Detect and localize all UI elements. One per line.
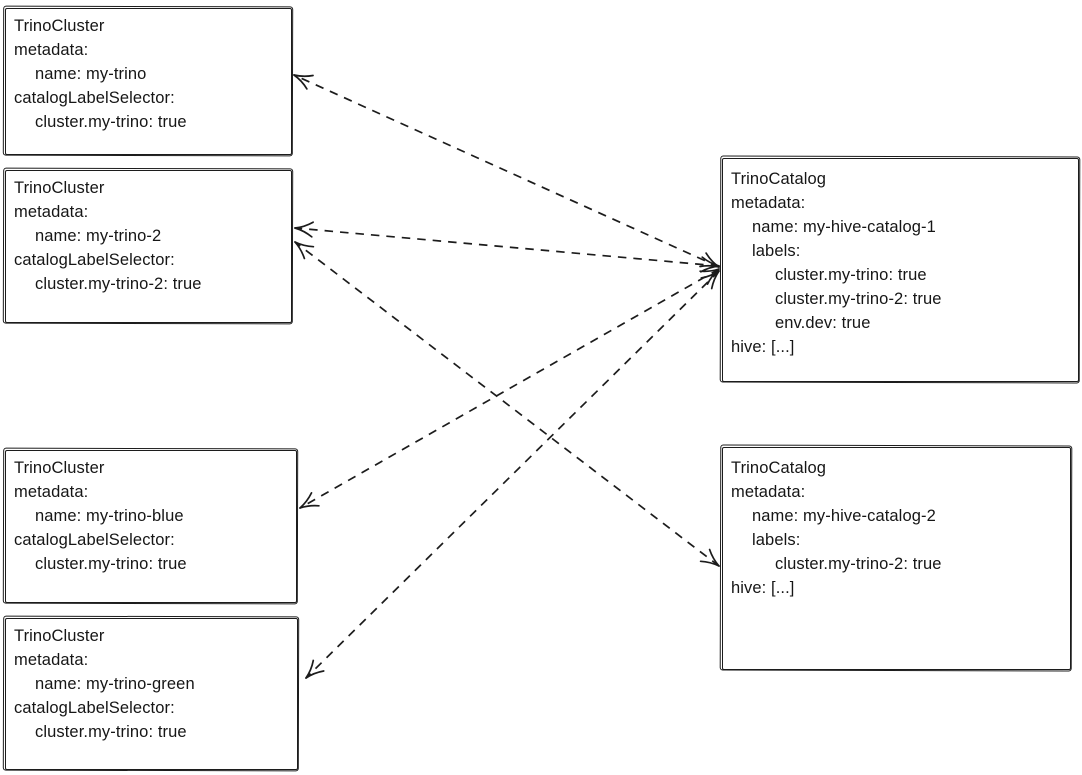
yaml-line: metadata: <box>731 194 806 212</box>
arrow-my-hive-catalog-1-my-trino <box>293 74 720 268</box>
yaml-line: cluster.my-trino: true <box>35 113 187 131</box>
yaml-line: TrinoCatalog <box>731 459 827 477</box>
arrow-my-hive-catalog-1-my-trino-green <box>305 270 720 679</box>
trino-catalog-my-hive-catalog-2-box: TrinoCatalog metadata: name: my-hive-catal… <box>722 447 1071 670</box>
arrow-my-hive-catalog-2-my-trino-2 <box>294 241 720 567</box>
yaml-line: name: my-trino <box>35 65 147 83</box>
yaml-line: catalogLabelSelector: <box>14 699 175 717</box>
yaml-line: cluster.my-trino: true <box>35 723 187 741</box>
yaml-line: cluster.my-trino-2: true <box>775 555 942 573</box>
yaml-line: catalogLabelSelector: <box>14 251 175 269</box>
yaml-line: metadata: <box>14 483 89 501</box>
yaml-line: env.dev: true <box>775 314 871 332</box>
yaml-line: TrinoCluster <box>14 627 105 645</box>
yaml-line: name: my-trino-2 <box>35 227 162 245</box>
arrow-my-hive-catalog-1-my-trino-blue <box>299 268 720 509</box>
yaml-line: name: my-hive-catalog-2 <box>752 507 936 525</box>
yaml-line: name: my-trino-blue <box>35 507 184 525</box>
yaml-line: TrinoCatalog <box>731 170 827 188</box>
yaml-line: metadata: <box>14 41 89 59</box>
yaml-line: cluster.my-trino: true <box>35 555 187 573</box>
yaml-line: name: my-hive-catalog-1 <box>752 218 936 236</box>
arrow-my-hive-catalog-1-my-trino-2 <box>294 221 720 273</box>
trino-catalog-my-hive-catalog-1-box: TrinoCatalog metadata: name: my-hive-catal… <box>722 158 1079 382</box>
yaml-line: TrinoCluster <box>14 179 105 197</box>
trino-cluster-my-trino-green-box: TrinoCluster metadata: name: my-trino-gree… <box>5 618 298 770</box>
yaml-line: catalogLabelSelector: <box>14 531 175 549</box>
yaml-line: hive: [...] <box>731 579 795 597</box>
yaml-line: metadata: <box>731 483 806 501</box>
yaml-line: hive: [...] <box>731 338 795 356</box>
yaml-line: labels: <box>752 242 801 260</box>
yaml-line: metadata: <box>14 651 89 669</box>
yaml-line: cluster.my-trino: true <box>775 266 927 284</box>
trino-cluster-my-trino-2-box: TrinoCluster metadata: name: my-trino-2 cat… <box>5 170 292 323</box>
yaml-line: TrinoCluster <box>14 459 105 477</box>
yaml-line: name: my-trino-green <box>35 675 195 693</box>
trino-cluster-my-trino-box: TrinoCluster metadata: name: my-trino catal… <box>5 8 292 155</box>
yaml-line: metadata: <box>14 203 89 221</box>
yaml-line: cluster.my-trino-2: true <box>35 275 202 293</box>
yaml-line: TrinoCluster <box>14 17 105 35</box>
yaml-line: catalogLabelSelector: <box>14 89 175 107</box>
trino-cluster-my-trino-blue-box: TrinoCluster metadata: name: my-trino-blue… <box>5 450 297 603</box>
yaml-line: labels: <box>752 531 801 549</box>
yaml-line: cluster.my-trino-2: true <box>775 290 942 308</box>
